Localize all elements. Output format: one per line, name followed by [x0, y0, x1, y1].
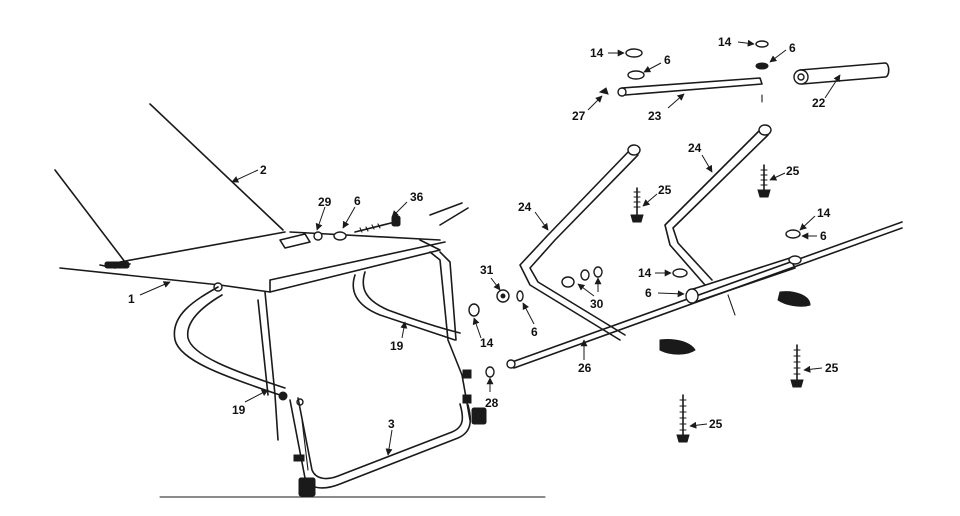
callout-6c: 6 — [820, 229, 827, 243]
callout-6a: 6 — [354, 194, 361, 208]
callout-30: 30 — [590, 297, 604, 311]
callout-14a: 14 — [480, 336, 494, 350]
part-29-bracket — [279, 231, 347, 249]
part-25-bolt-d — [676, 394, 690, 443]
callout-25b: 25 — [786, 164, 800, 178]
callout-6b: 6 — [531, 325, 538, 339]
callout-2: 2 — [260, 163, 267, 177]
callout-1: 1 — [128, 292, 135, 306]
callout-22: 22 — [812, 96, 826, 110]
part-24-right-arm — [664, 124, 811, 307]
callout-6d: 6 — [645, 286, 652, 300]
callout-3: 3 — [388, 417, 395, 431]
callout-28: 28 — [485, 396, 499, 410]
callout-6f: 6 — [789, 41, 796, 55]
callout-25c: 25 — [825, 361, 839, 375]
top-washers — [625, 40, 769, 103]
callout-25a: 25 — [658, 183, 672, 197]
callout-14b: 14 — [817, 206, 831, 220]
part-3-base-frame — [289, 369, 487, 497]
callout-24a: 24 — [518, 200, 532, 214]
callout-14e: 14 — [718, 35, 732, 49]
callout-26: 26 — [578, 361, 592, 375]
callout-19b: 19 — [390, 339, 404, 353]
callout-24b: 24 — [688, 141, 702, 155]
callout-25d: 25 — [709, 417, 723, 431]
part-26-axle — [506, 221, 903, 369]
callout-23: 23 — [648, 109, 662, 123]
callout-36: 36 — [410, 190, 424, 204]
callout-6e: 6 — [664, 53, 671, 67]
callout-14d: 14 — [590, 46, 604, 60]
part-22-grip — [793, 62, 890, 85]
part-25-bolt-b — [757, 164, 771, 198]
callout-27: 27 — [572, 109, 586, 123]
callout-31: 31 — [480, 263, 494, 277]
part-2-tines — [54, 103, 286, 269]
callout-29: 29 — [318, 195, 332, 209]
part-19-right-tube — [352, 202, 471, 421]
part-25-bolt-c — [790, 344, 804, 388]
callouts-layer: 1 2 3 29 6 36 19 19 31 14 6 28 — [128, 35, 841, 456]
part-19-left-tube — [173, 286, 304, 441]
callout-19a: 19 — [232, 403, 246, 417]
part-23-handle — [598, 77, 763, 97]
part-25-bolt-a — [630, 187, 644, 223]
mid-hardware — [468, 229, 802, 378]
part-24-left-arm — [519, 144, 696, 355]
part-36-bolt — [354, 215, 401, 233]
callout-14c: 14 — [638, 266, 652, 280]
